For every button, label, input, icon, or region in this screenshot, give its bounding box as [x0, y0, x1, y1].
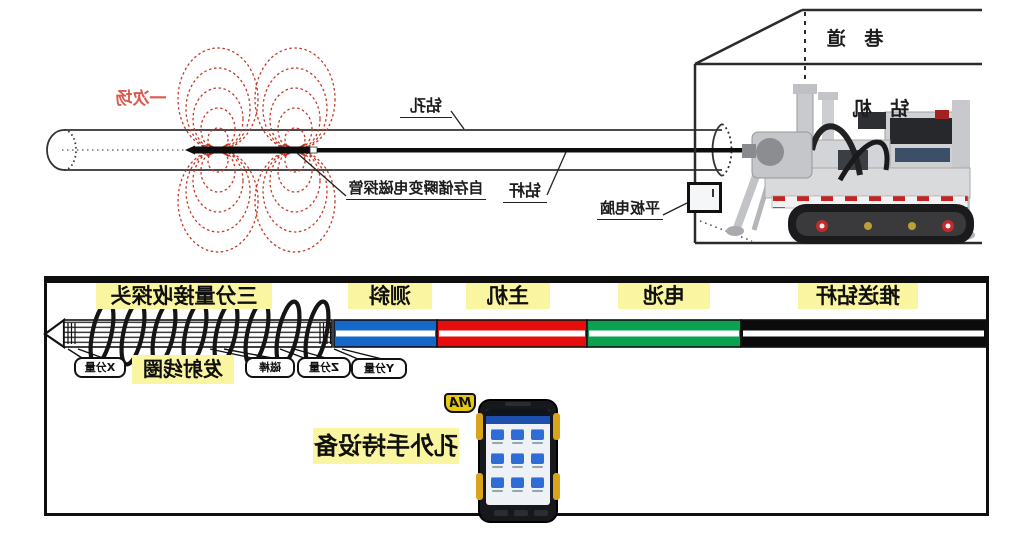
handheld-label: 孔外手持设备 — [313, 428, 459, 464]
app-icon — [491, 477, 504, 488]
app-icon — [531, 477, 544, 488]
handheld-grip — [476, 413, 483, 440]
handheld-device — [476, 397, 560, 525]
handheld-grip — [476, 473, 483, 500]
handheld-statusbar — [486, 409, 550, 416]
tablet-icon — [687, 182, 722, 213]
push-rod-label: 推送钻杆 — [798, 283, 918, 309]
inclinometer-label: 测斜 — [348, 283, 432, 309]
app-icon — [491, 429, 504, 440]
handheld-speaker — [505, 402, 531, 406]
app-icon — [511, 477, 524, 488]
app-icon — [531, 429, 544, 440]
tunnel-label: 巷 道 — [820, 28, 884, 50]
battery-label: 电池 — [618, 283, 710, 309]
handheld-titlebar — [486, 416, 550, 424]
callout-x-component: X分量 — [74, 357, 126, 378]
probe-label: 自存储瞬变电磁探管 — [346, 177, 486, 200]
handheld-app-grid — [491, 429, 545, 501]
primary-field-label: 一次场 — [115, 89, 167, 109]
handheld-screen — [486, 409, 550, 505]
borehole-label: 钻孔 — [400, 92, 452, 118]
callout-leaders — [67, 348, 383, 360]
borehole-outline — [46, 123, 733, 177]
app-icon — [491, 453, 504, 464]
handheld-button — [534, 510, 548, 516]
probe-and-rod — [185, 145, 757, 155]
callout-magnet-rod: 磁棒 — [245, 357, 295, 378]
app-icon — [511, 453, 524, 464]
callout-y-component: Y分量 — [351, 358, 407, 379]
main-unit-label: 主机 — [466, 283, 550, 309]
ma-certification-badge: MA — [444, 393, 476, 413]
drill-rod-label: 钻杆 — [503, 177, 547, 203]
drill-rig-label: 钻 机 — [846, 98, 910, 120]
handheld-grip — [553, 473, 560, 500]
callout-transmit-coil: 发射线圈 — [132, 355, 234, 384]
tablet-label: 平板电脑 — [597, 197, 663, 220]
handheld-grip — [553, 413, 560, 440]
callout-z-component: Z分量 — [297, 357, 351, 378]
drill-rig — [726, 84, 975, 244]
receiver-label: 三分量接收探头 — [96, 283, 272, 309]
app-icon — [511, 429, 524, 440]
app-icon — [531, 453, 544, 464]
handheld-button — [514, 510, 528, 516]
handheld-button — [494, 510, 508, 516]
tablet-screen-mark — [712, 189, 714, 197]
